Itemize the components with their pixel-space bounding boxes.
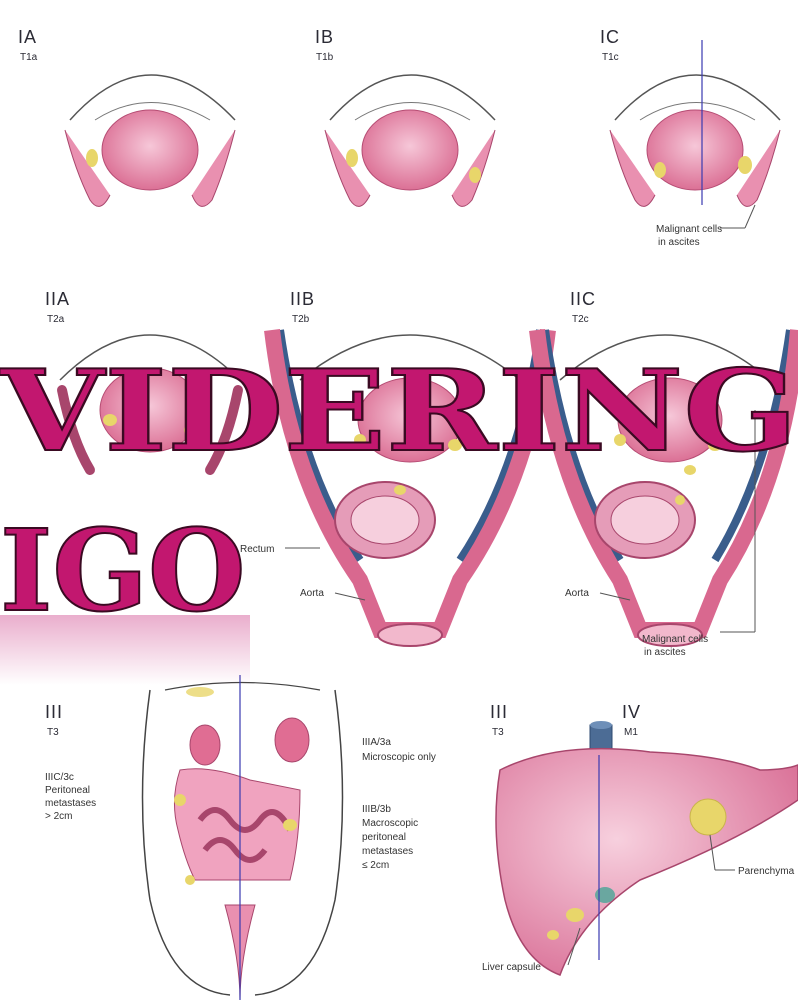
annotation-aorta-left: Aorta <box>300 588 324 599</box>
annotation-malignant-cells-ic-line1: Malignant cells <box>656 224 722 235</box>
annotation-iiib-line3: peritoneal <box>362 832 406 843</box>
annotation-iiic-line1: IIIC/3c <box>45 772 74 783</box>
annotation-iiic-line2: Peritoneal <box>45 785 90 796</box>
annotation-malignant-cells-ic-line2: in ascites <box>658 237 700 248</box>
tnm-label-iv: M1 <box>624 727 638 738</box>
annotation-iiib-line1: IIIB/3b <box>362 804 391 815</box>
annotation-iiic-line3: metastases <box>45 798 96 809</box>
annotation-iiia-line1: IIIA/3a <box>362 737 391 748</box>
stage-label-iv: IV <box>622 702 641 722</box>
stage-ib-illustration <box>325 75 495 206</box>
stage-label-iic: IIC <box>570 289 596 309</box>
tnm-label-ib: T1b <box>316 52 334 63</box>
tnm-label-iia: T2a <box>47 314 65 325</box>
tnm-label-ic: T1c <box>602 52 619 63</box>
stage-label-iib: IIB <box>290 289 315 309</box>
stage-iv-liver-illustration <box>496 721 798 975</box>
overlay-reflection <box>0 615 250 685</box>
stage-iii-abdomen-illustration <box>143 675 343 1000</box>
stage-ia-illustration <box>65 75 235 206</box>
annotation-malignant-cells-iic-line1: Malignant cells <box>642 634 708 645</box>
stage-label-iii-liver: III <box>490 702 508 722</box>
stage-label-ia: IA <box>18 27 37 47</box>
tnm-label-iii-liver: T3 <box>492 727 504 738</box>
stage-label-ic: IC <box>600 27 620 47</box>
annotation-iiia-line2: Microscopic only <box>362 752 436 763</box>
annotation-iiic-line4: > 2cm <box>45 811 73 822</box>
tnm-label-iic: T2c <box>572 314 589 325</box>
stage-label-ib: IB <box>315 27 334 47</box>
annotation-iiib-line5: ≤ 2cm <box>362 860 389 871</box>
stage-label-iii-abdomen: III <box>45 702 63 722</box>
stage-ic-illustration <box>610 40 780 228</box>
tnm-label-ia: T1a <box>20 52 38 63</box>
annotation-malignant-cells-iic-line2: in ascites <box>644 647 686 658</box>
annotation-parenchyma: Parenchyma <box>738 866 795 877</box>
annotation-liver-capsule: Liver capsule <box>482 962 541 973</box>
annotation-iiib-line4: metastases <box>362 846 413 857</box>
annotation-iiib-line2: Macroscopic <box>362 818 418 829</box>
overlay-text-line1: VIDERING <box>0 346 798 477</box>
tnm-label-iii-abdomen: T3 <box>47 727 59 738</box>
annotation-aorta-right: Aorta <box>565 588 589 599</box>
tnm-label-iib: T2b <box>292 314 310 325</box>
stage-label-iia: IIA <box>45 289 70 309</box>
